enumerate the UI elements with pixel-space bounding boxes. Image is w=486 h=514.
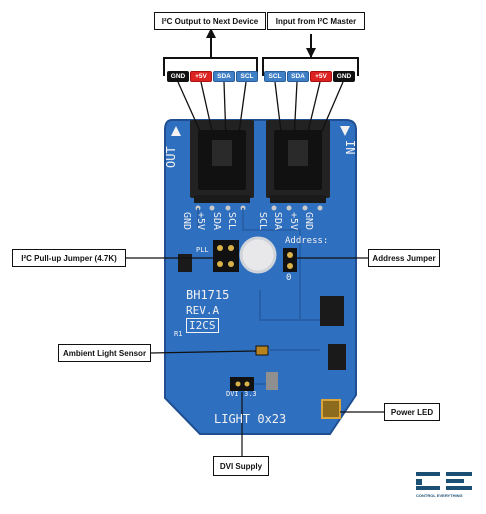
connector-out (190, 120, 254, 203)
silk-sensor-model: BH1715 (186, 288, 230, 302)
power-led-label: Power LED (384, 403, 440, 421)
silk-address-value: 0 (286, 273, 292, 283)
mounting-hole (239, 236, 277, 274)
silk-pll: PLL (196, 246, 209, 254)
silk-out: OUT (164, 146, 178, 168)
silk-r1: R1 (174, 330, 183, 338)
out-arrow-icon (171, 126, 181, 136)
leader-lines (126, 257, 384, 456)
ambient-light-sensor (255, 345, 269, 356)
pullup-jumper (213, 240, 239, 272)
silk-in: IN (343, 140, 357, 155)
pin-left-gnd: GND (167, 71, 189, 82)
silk-left-scl: SCL (226, 212, 237, 231)
brackets (163, 34, 359, 76)
connector-in (266, 120, 330, 203)
wires (177, 81, 344, 141)
power-led (321, 399, 341, 419)
pin-left-sda: SDA (213, 71, 235, 82)
pin-right-scl: SCL (264, 71, 286, 82)
dvi-jumper (230, 377, 254, 391)
pin-left-5v: +5V (190, 71, 212, 82)
ambient-light-sensor-label: Ambient Light Sensor (58, 344, 151, 362)
silk-left-5v: +5V (195, 212, 206, 231)
silk-right-gnd: GND (303, 212, 314, 231)
silk-left-gnd: GND (181, 212, 192, 231)
silk-right-sda: SDA (272, 212, 283, 231)
address-jumper-label: Address Jumper (368, 249, 440, 267)
silk-right-scl: SCL (257, 212, 268, 231)
silk-light: LIGHT 0x23 (214, 412, 287, 426)
i2c-output-label: I²C Output to Next Device (154, 12, 266, 30)
ce-logo-icon (416, 470, 472, 490)
i2c-input-label: Input from I²C Master (267, 12, 365, 30)
pin-left-scl: SCL (236, 71, 258, 82)
pin-right-5v: +5V (310, 71, 332, 82)
pullup-jumper-label: I²C Pull-up Jumper (4.7K) (12, 249, 126, 267)
silk-dvi: DVI (226, 390, 239, 398)
dvi-supply-label: DVI Supply (213, 456, 269, 476)
silk-right-5v: +5V (288, 212, 299, 231)
silk-address: Address: (285, 236, 329, 246)
arrow-down-icon (306, 48, 316, 58)
pin-right-gnd: GND (333, 71, 355, 82)
capacitor (266, 372, 278, 390)
ic-chip (178, 254, 192, 272)
traces (197, 208, 320, 385)
pin-right-sda: SDA (287, 71, 309, 82)
regulator-chip (328, 344, 346, 370)
address-jumper (283, 248, 297, 272)
arrow-up-icon (206, 28, 216, 38)
silk-i2c-badge: I2CS (186, 318, 219, 333)
in-arrow-icon (340, 126, 350, 136)
mosfet-chip (320, 296, 344, 326)
silk-revision: REV.A (186, 304, 220, 317)
silk-left-sda: SDA (211, 212, 222, 231)
silk-dvi-value: 3.3 (244, 390, 257, 398)
logo-text: CONTROL EVERYTHING (416, 493, 463, 498)
